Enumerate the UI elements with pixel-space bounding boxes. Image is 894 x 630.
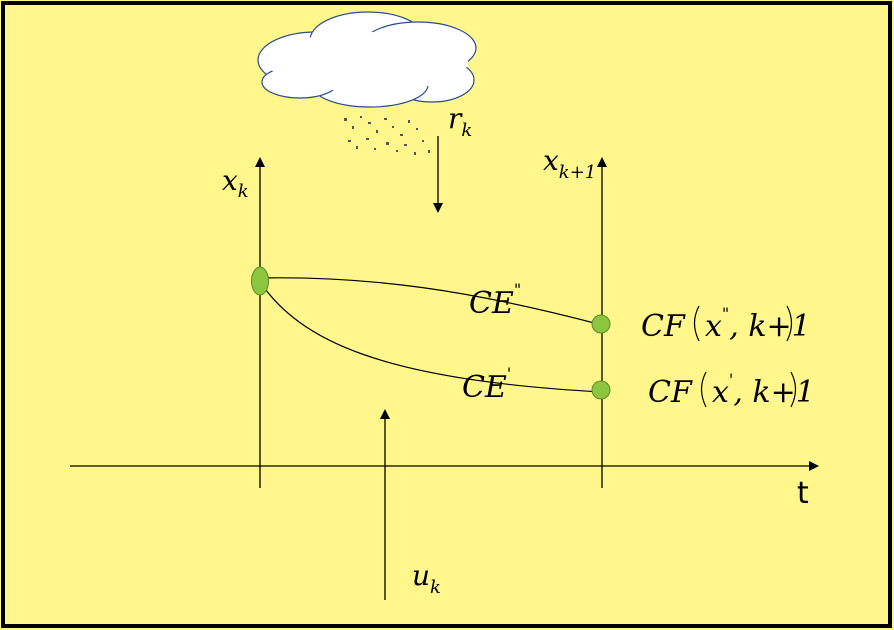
label-cf-upper: CF x", k+1 bbox=[641, 304, 811, 344]
node-cf-lower bbox=[591, 380, 611, 400]
label-x-k: xk bbox=[222, 164, 249, 202]
svg-text:CF: CF bbox=[648, 375, 693, 410]
label-u-k: uk bbox=[412, 559, 441, 598]
node-x-k bbox=[251, 266, 269, 296]
label-r-k: rk bbox=[448, 102, 472, 141]
node-cf-upper bbox=[591, 314, 611, 334]
curve-ce-upper bbox=[259, 277, 603, 326]
time-axis-label: t bbox=[797, 476, 809, 511]
label-x-k1: xk+1 bbox=[543, 144, 596, 183]
svg-text:CF: CF bbox=[641, 309, 686, 344]
svg-text:x', k+1: x', k+1 bbox=[712, 370, 815, 410]
label-ce-upper: CE" bbox=[469, 280, 521, 321]
svg-text:x", k+1: x", k+1 bbox=[705, 304, 811, 344]
rain-cloud-icon bbox=[257, 11, 477, 155]
label-cf-lower: CF x', k+1 bbox=[648, 370, 815, 410]
curve-ce-lower bbox=[259, 281, 603, 393]
label-ce-lower: CE' bbox=[462, 364, 511, 405]
